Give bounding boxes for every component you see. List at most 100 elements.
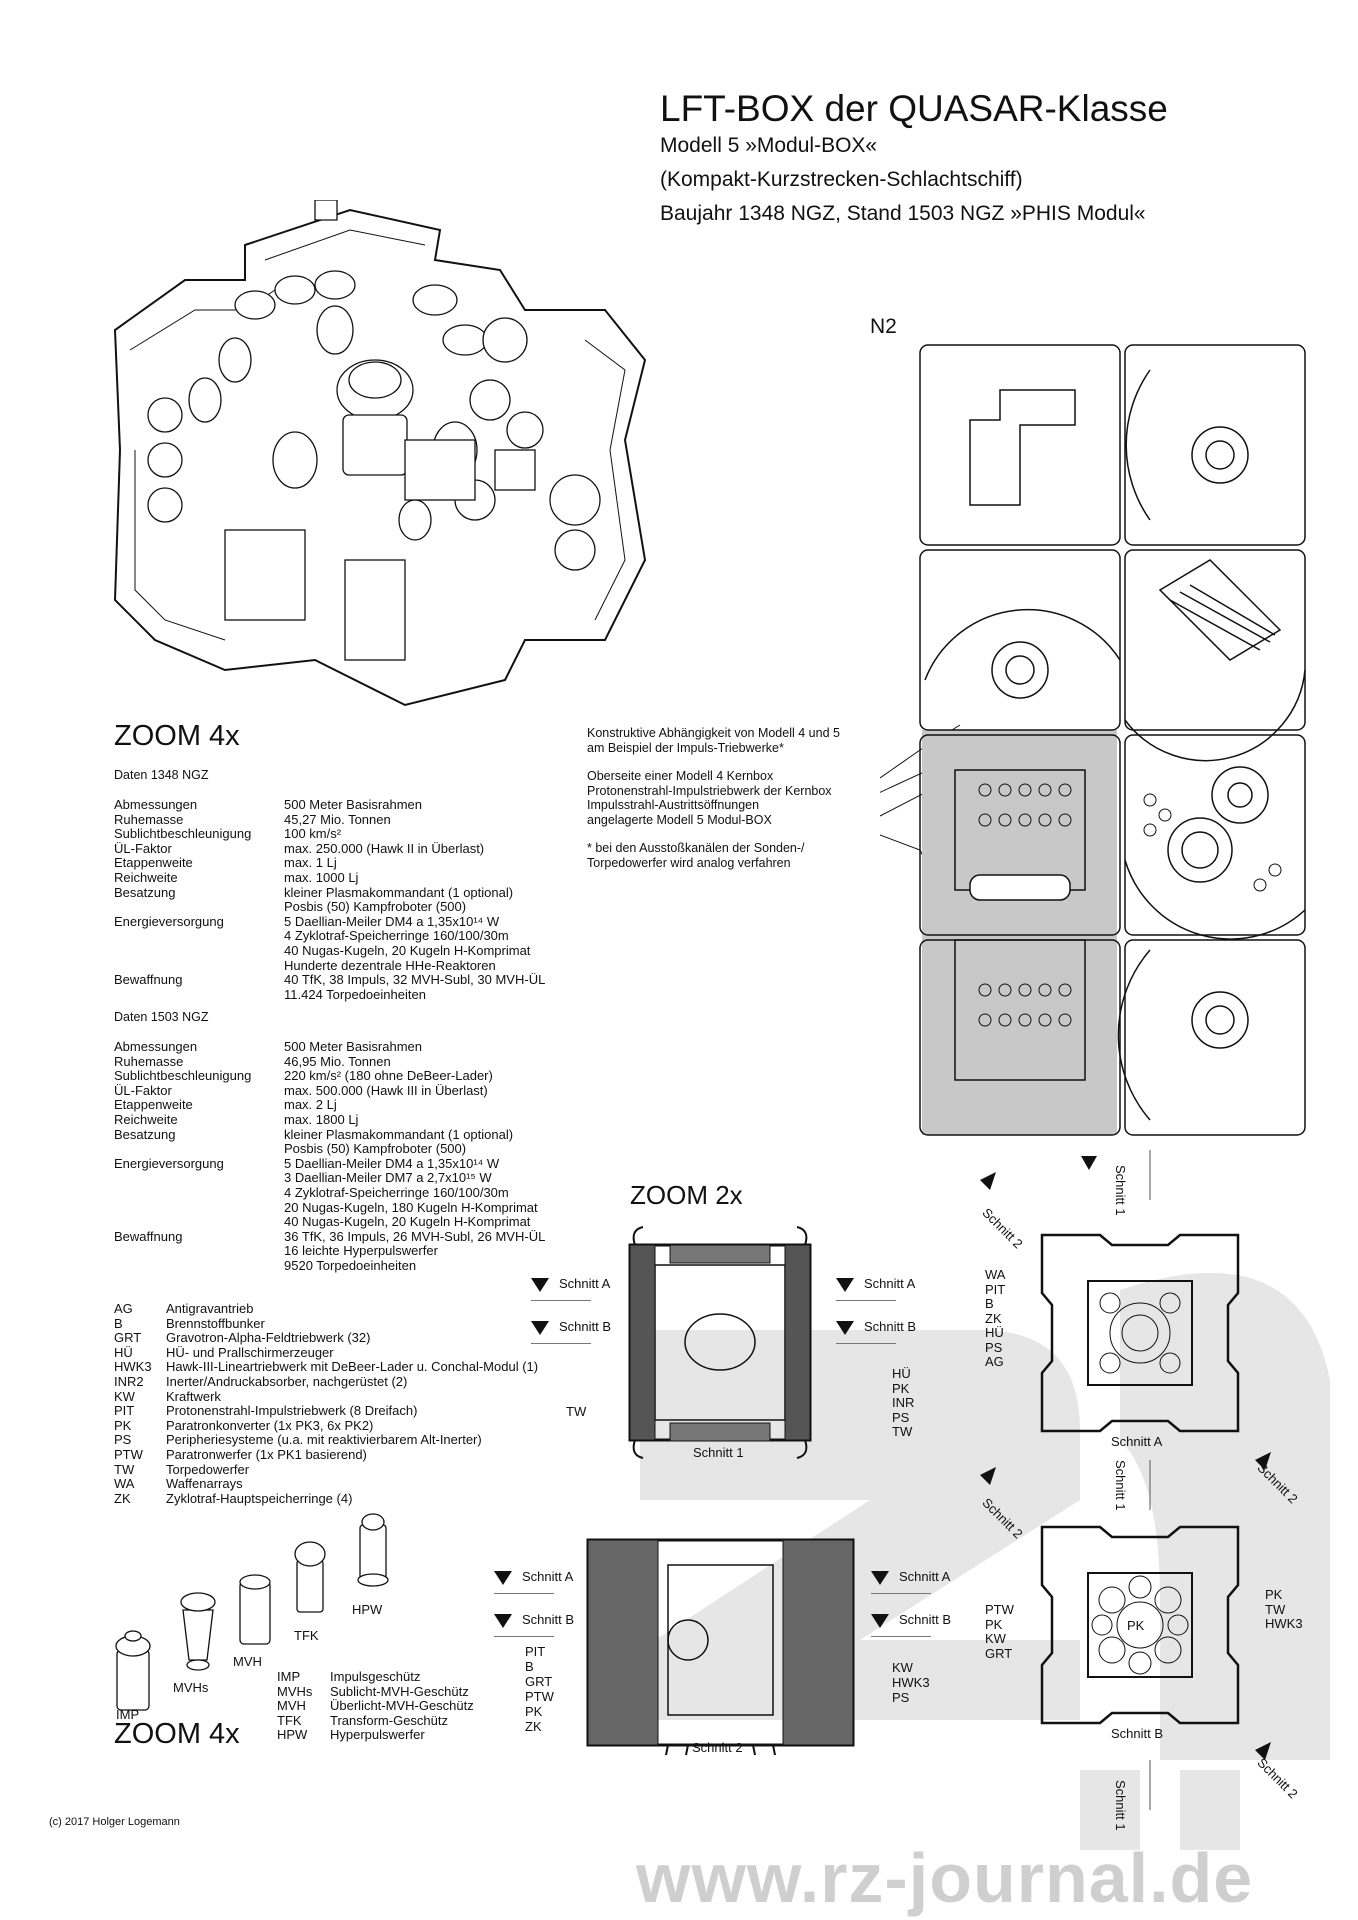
spec-row-label: ÜL-Faktor (114, 1082, 172, 1098)
callout-label: PIT (985, 1281, 1006, 1297)
spec-row-value: 36 TfK, 36 Impuls, 26 MVH-Subl, 26 MVH-Ü… (284, 1228, 546, 1244)
legend-item-value: Peripheriesysteme (u.a. mit reaktivierba… (166, 1432, 482, 1448)
section-a-labels: WA PIT B ZK HÜ PS AG (985, 1267, 1006, 1370)
spec-row-value: max. 2 Lj (284, 1097, 337, 1113)
spec-row: 3 Daellian-Meiler DM7 a 2,7x10¹⁵ W (114, 1171, 545, 1186)
weapon-legend-item-value: Überlicht-MVH-Geschütz (330, 1698, 474, 1714)
spec-row-label: Reichweite (114, 1111, 178, 1127)
spec-row-label: Besatzung (114, 1126, 176, 1142)
callout-label: ZK (985, 1310, 1002, 1326)
legend-item-label: HÜ (114, 1344, 133, 1360)
view1-caption: Schnitt 1 (693, 1445, 744, 1460)
callout-label: B (985, 1296, 994, 1311)
spec-row: 9520 Torpedoeinheiten (114, 1258, 545, 1274)
spec-row-label: Reichweite (114, 869, 178, 885)
section-marker-b-left: Schnitt B (531, 1319, 611, 1344)
section-arrow-icon (871, 1613, 889, 1628)
spec-row-value: 3 Daellian-Meiler DM7 a 2,7x10¹⁵ W (284, 1170, 492, 1186)
spec-row: ÜL-Faktor max. 500.000 (Hawk III in Überl… (114, 1082, 545, 1099)
annotation-footnote-2: Torpedowerfer wird analog verfahren (587, 855, 791, 870)
spec-row-value: 40 Nugas-Kugeln, 20 Kugeln H-Komprimat (284, 1214, 531, 1230)
legend-item-label: ZK (114, 1490, 131, 1506)
legend-item-label: B (114, 1315, 123, 1331)
view2-left-labels: PIT B GRT PTW PK ZK (525, 1644, 554, 1734)
callout-label: B (525, 1659, 534, 1674)
spec-row-label (114, 1186, 284, 1201)
spec-row: Posbis (50) Kampfroboter (500) (114, 900, 545, 915)
spec-row-label (114, 929, 284, 944)
spec-row-label (114, 1201, 284, 1216)
section-arrow-icon (871, 1570, 889, 1585)
spec-row-label (114, 1244, 284, 1259)
spec-row-label: Sublichtbeschleunigung (114, 1068, 252, 1084)
annotation-block: Konstruktive Abhängigkeit von Modell 4 u… (587, 726, 840, 870)
legend-item-value: Torpedowerfer (166, 1461, 250, 1477)
view2-right-labels: KW HWK3 PS (892, 1660, 930, 1705)
plan-label-n2: N2 (870, 315, 897, 338)
legend-item-label: PIT (114, 1403, 135, 1419)
zoom-label-weapons: ZOOM 4x (114, 1718, 240, 1750)
legend-item-value: Hawk-III-Lineartriebwerk mit DeBeer-Lade… (166, 1359, 539, 1375)
section-label: Schnitt A (522, 1569, 574, 1584)
spec-row-value: max. 500.000 (Hawk III in Überlast) (284, 1082, 488, 1098)
subtitle-year: Baujahr 1348 NGZ, Stand 1503 NGZ »PHIS M… (660, 202, 1146, 225)
spec-row: 4 Zyklotraf-Speicherringe 160/100/30m (114, 1185, 545, 1201)
spec-row-label (114, 1215, 284, 1230)
annotation-item: angelagerte Modell 5 Modul-BOX (587, 812, 772, 827)
cross-section-a (1040, 1233, 1240, 1433)
section-arrow-icons (980, 1150, 1271, 1810)
spec-row-value: kleiner Plasmakommandant (1 optional) (284, 884, 514, 900)
weapon-label-hpw: HPW (352, 1602, 383, 1617)
callout-label: TW (892, 1424, 913, 1440)
legend-item-value: Gravotron-Alpha-Feldtriebwerk (32) (166, 1330, 371, 1346)
legend-item-label: WA (114, 1476, 135, 1492)
section-arrow-icon (836, 1320, 854, 1335)
spec-row: 20 Nugas-Kugeln, 180 Kugeln H-Komprimat (114, 1200, 545, 1216)
callout-label: HÜ (892, 1366, 911, 1381)
callout-label: INR (892, 1395, 915, 1411)
callout-label: HWK3 (1265, 1616, 1303, 1631)
callout-label: PS (892, 1690, 910, 1705)
spec-row-value: 5 Daellian-Meiler DM4 a 1,35x10¹⁴ W (284, 913, 500, 929)
callout-label: ZK (525, 1719, 542, 1734)
weapon-legend-item-value: Hyperpulswerfer (330, 1727, 425, 1743)
top-view-section-1 (628, 1226, 812, 1459)
section-marker-a-right: Schnitt A (836, 1276, 915, 1301)
spec-row-value: 5 Daellian-Meiler DM4 a 1,35x10¹⁴ W (284, 1155, 500, 1171)
spec-row-label: Bewaffnung (114, 1228, 183, 1244)
legend-item-label: PK (114, 1417, 132, 1433)
isometric-cutaway-drawing (113, 200, 647, 707)
cross-section-b (1040, 1525, 1240, 1725)
copyright: (c) 2017 Holger Logemann (49, 1816, 180, 1828)
section-arrow-icon (494, 1613, 512, 1628)
view1-right-labels: HÜ PK INR PS TW (892, 1366, 915, 1440)
callout-label: PK (892, 1380, 910, 1396)
section-label: Schnitt A (899, 1569, 951, 1584)
annotation-item: Oberseite einer Modell 4 Kernbox (587, 769, 774, 783)
zoom-label-sections: ZOOM 2x (630, 1180, 743, 1210)
spec-row-label: Ruhemasse (114, 811, 184, 827)
section-arrow-icon (531, 1320, 549, 1335)
spec-row-label (114, 1142, 284, 1157)
spec-row-label: Abmessungen (114, 797, 198, 812)
spec-row-value: Hunderte dezentrale HHe-Reaktoren (284, 957, 496, 973)
